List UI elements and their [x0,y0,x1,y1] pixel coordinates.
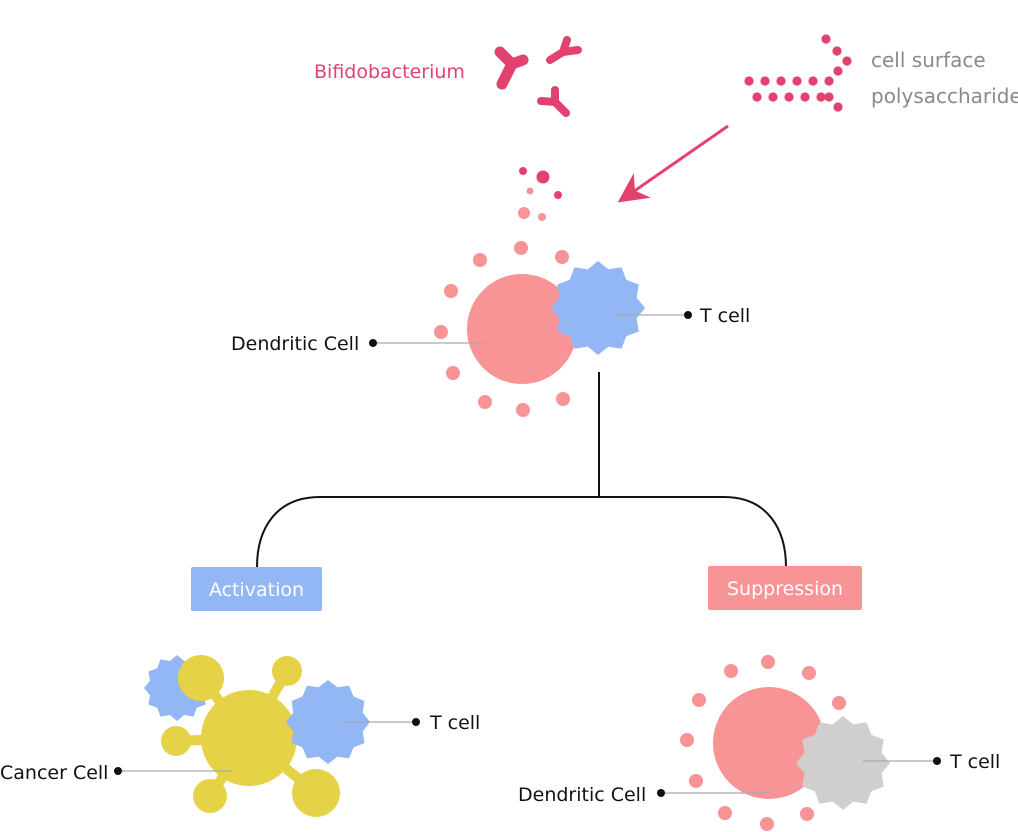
suppression-dendritic-label: Dendritic Cell [518,784,646,806]
activation-t-cell-leader-dot [412,718,420,726]
center-t-cell-label: T cell [699,305,750,327]
center-dendritic-leader-dot [369,339,377,347]
bifidobacterium-icon [494,36,582,117]
polysaccharide-icon [744,34,852,112]
cancer-cell-label: Cancer Cell [0,762,108,784]
polysaccharide-arrow [617,124,729,203]
cancer-leader-dot [114,767,122,775]
polysaccharide-label-line2: polysaccharide [871,84,1018,108]
suppression-t-cell-label: T cell [949,751,1000,773]
suppression-label: Suppression [727,578,843,600]
suppression-dendritic-dots [680,655,846,831]
suppression-box[interactable]: Suppression [708,566,862,610]
activation-t-cell-label: T cell [429,712,480,734]
center-t-cell-leader-dot [684,311,692,319]
suppression-t-cell-leader-dot [933,757,941,765]
center-dendritic-label: Dendritic Cell [231,333,359,355]
polysaccharide-label-line1: cell surface [871,48,986,72]
activation-label: Activation [209,579,304,601]
center-t-cell [551,261,645,355]
suppression-dendritic-leader-dot [657,789,665,797]
cancer-cell [161,655,340,817]
particles [518,167,562,221]
suppression-dendritic-cell [713,687,825,799]
bifidobacterium-label: Bifidobacterium [314,61,465,83]
center-dendritic-cell [467,274,577,384]
center-dendritic-dots [434,241,570,417]
suppression-t-cell [796,716,890,810]
activation-t-cell [286,680,370,764]
branch-connector [256,496,787,568]
activation-box[interactable]: Activation [191,567,322,611]
